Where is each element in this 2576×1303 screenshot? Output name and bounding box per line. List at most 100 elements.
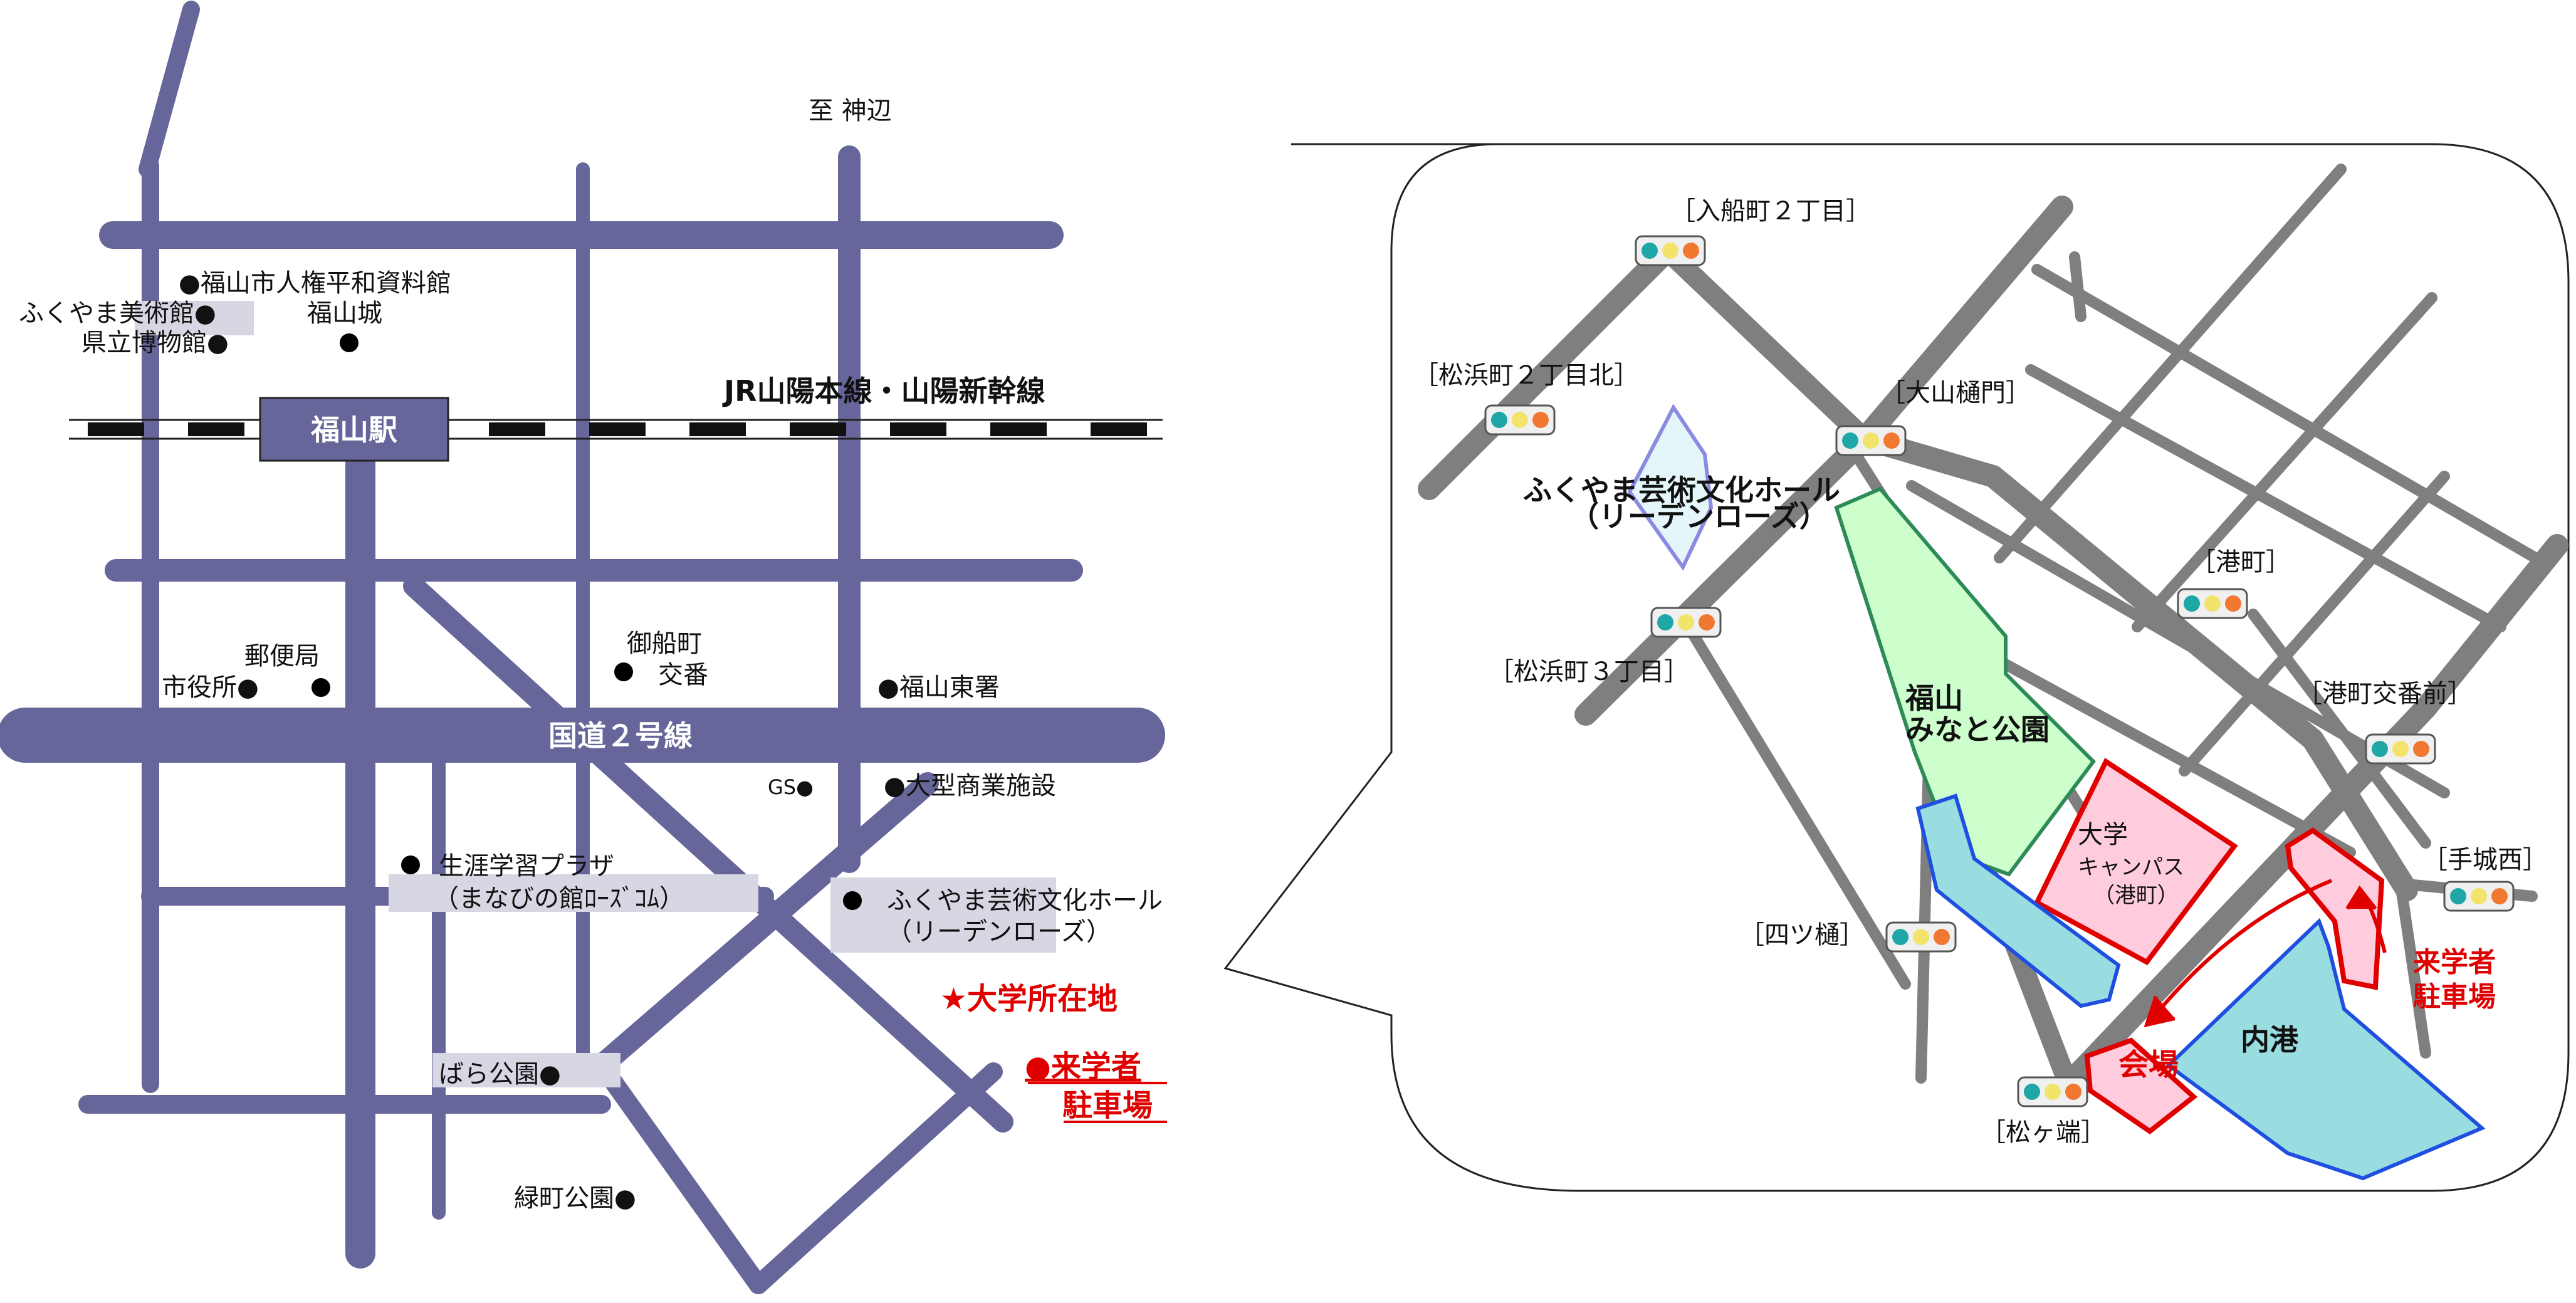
campus-label-line2: キャンパス — [2078, 855, 2184, 880]
signal-light-yellow — [2045, 1084, 2061, 1100]
street-grid-2 — [2031, 264, 2541, 563]
signal-minato-koban — [2365, 733, 2436, 765]
signal-light-orange — [1699, 614, 1715, 631]
road-southeast-diagonal — [749, 1062, 1003, 1294]
street-grid-5 — [2132, 292, 2437, 632]
intersection-minatomachi: ［港町］ — [2191, 548, 2291, 577]
signal-light-orange — [2413, 741, 2429, 757]
intersection-tejiro: ［手城西］ — [2422, 845, 2548, 874]
signal-light-teal — [2372, 741, 2388, 757]
street-grid-1 — [2025, 364, 2506, 632]
signal-light-orange — [1934, 929, 1950, 945]
learning-plaza-marker — [401, 856, 420, 874]
road-southwest-diagonal — [592, 1056, 768, 1294]
landmark-rose-park: ばら公園● — [439, 1060, 561, 1089]
direction-label: 至 神辺 — [809, 97, 892, 125]
gofunecho-marker — [614, 662, 633, 681]
landmark-prefectural-museum: 県立博物館● — [81, 328, 229, 357]
backdrop-rose-park — [432, 1053, 620, 1087]
venue-area — [2084, 1037, 2198, 1134]
signal-light-yellow — [1913, 929, 1929, 945]
signal-light-teal — [1491, 412, 1507, 428]
street-grid-4 — [2179, 471, 2450, 777]
visitor-parking-line1: ●来学者 — [1025, 1049, 1141, 1084]
intersection-oyamahi: ［大山樋門］ — [1880, 379, 2031, 407]
street-grid-9 — [2248, 609, 2431, 849]
signal-light-orange — [1532, 412, 1549, 428]
left-landmarks: ●福山市人権平和資料館 ふくやま美術館● 福山城 県立博物館● 郵便局 市役所●… — [19, 269, 1163, 1213]
road-main-diagonal — [403, 575, 1013, 1133]
arts-hall-area — [1627, 404, 1714, 571]
intersection-minato-koban: ［港町交番前］ — [2297, 679, 2473, 708]
signal-light-yellow — [1678, 614, 1694, 631]
railway-jr-sanyo — [69, 419, 1163, 440]
intersection-yotsuhi: ［四ツ樋］ — [1739, 921, 1865, 950]
landmark-midori-park: 緑町公園● — [514, 1184, 636, 1213]
park-label-line2: みなと公園 — [1905, 713, 2050, 746]
intersection-irifune: ［入船町２丁目］ — [1670, 197, 1871, 226]
signal-oyamahi — [1835, 425, 1907, 456]
hall-label-line1: ふくやま芸術文化ホール — [1523, 473, 1840, 507]
parking-label-line1: 来学者 — [2413, 946, 2496, 978]
arts-hall-marker — [843, 891, 862, 910]
signal-light-yellow — [1863, 432, 1879, 449]
arrow-to-parking-head — [2345, 885, 2377, 910]
arrow-to-venue — [2148, 879, 2333, 1023]
station-box — [259, 397, 449, 462]
landmark-city-hall: 市役所● — [162, 673, 259, 702]
signal-light-orange — [1883, 432, 1900, 449]
inner-harbor-water — [2165, 918, 2486, 1181]
signal-irifune — [1635, 235, 1706, 266]
street-grid-3 — [2069, 251, 2086, 322]
hall-label-line2: （リーデンローズ） — [1570, 500, 1828, 533]
visitor-parking-left: ●来学者 駐車場 — [1025, 1049, 1167, 1123]
road-harbor-avenue-north — [2414, 534, 2568, 720]
arrows — [2144, 879, 2387, 1028]
left-area-map: 福山駅 JR山陽本線・山陽新幹線 至 神辺 国道２号線 ●福山市人権平和資料館 … — [0, 1, 1167, 1294]
signal-light-teal — [2024, 1084, 2040, 1100]
university-campus-area — [2033, 758, 2238, 966]
signal-light-teal — [2450, 888, 2466, 904]
intersection-labels: ［入船町２丁目］ ［松浜町２丁目北］ ［大山樋門］ ［港町］ ［松浜町３丁目］ … — [1413, 197, 2548, 1147]
railway-label: JR山陽本線・山陽新幹線 — [722, 374, 1045, 408]
intersection-matsuhama3: ［松浜町３丁目］ — [1489, 657, 1689, 686]
street-grid-6 — [1994, 164, 2347, 563]
station-fukuyama: 福山駅 — [259, 397, 449, 462]
road-irifune-to-oyamahi — [1657, 241, 1875, 449]
landmark-peace-museum: ●福山市人権平和資料館 — [179, 269, 451, 298]
road-oyamahi-north — [1853, 196, 2073, 450]
west-waterway — [1915, 793, 2121, 1008]
landmark-learning-plaza-line2: （まなびの館ﾛｰｽﾞｺﾑ） — [434, 884, 684, 913]
post-office-marker — [312, 678, 330, 697]
venue-label: 会場 — [2118, 1047, 2179, 1082]
signal-light-teal — [1641, 243, 1658, 259]
signal-light-orange — [2225, 595, 2241, 612]
road-irifune-diagonal — [1418, 239, 1678, 500]
road-north-west-diagonal — [139, 1, 200, 178]
signal-matsuhama2 — [1484, 404, 1556, 436]
park-label-line1: 福山 — [1905, 681, 1963, 715]
minato-park-area — [1834, 486, 2096, 877]
backdrop-learning-plaza — [389, 874, 758, 912]
road-main-east-2 — [1982, 465, 2324, 751]
landmark-art-museum: ふくやま美術館● — [19, 299, 216, 328]
signal-light-yellow — [1662, 243, 1678, 259]
label-backdrops — [135, 301, 1056, 1087]
street-grid-14 — [1687, 627, 1911, 990]
landmark-gofunecho-line2: 交番 — [658, 661, 708, 689]
inner-harbor-label: 内港 — [2241, 1023, 2299, 1057]
intersection-matsugahana: ［松ヶ端］ — [1981, 1118, 2106, 1147]
street-grid-11 — [2395, 878, 2431, 1059]
road-south-diagonal — [590, 772, 939, 1077]
signal-light-teal — [1657, 614, 1673, 631]
fukuyama-castle-marker — [340, 333, 359, 352]
campus-label-line3: （港町） — [2093, 883, 2179, 908]
visitor-parking-line2: 駐車場 — [1062, 1088, 1153, 1123]
landmark-police-station: ●福山東署 — [877, 673, 1000, 702]
right-detail-map: ［入船町２丁目］ ［松浜町２丁目北］ ［大山樋門］ ［港町］ ［松浜町３丁目］ … — [1413, 164, 2568, 1181]
station-label: 福山駅 — [310, 413, 397, 447]
landmark-shopping: ●大型商業施設 — [884, 772, 1056, 800]
landmark-fukuyama-castle: 福山城 — [307, 299, 382, 328]
university-location-label: ★大学所在地 — [940, 981, 1118, 1017]
